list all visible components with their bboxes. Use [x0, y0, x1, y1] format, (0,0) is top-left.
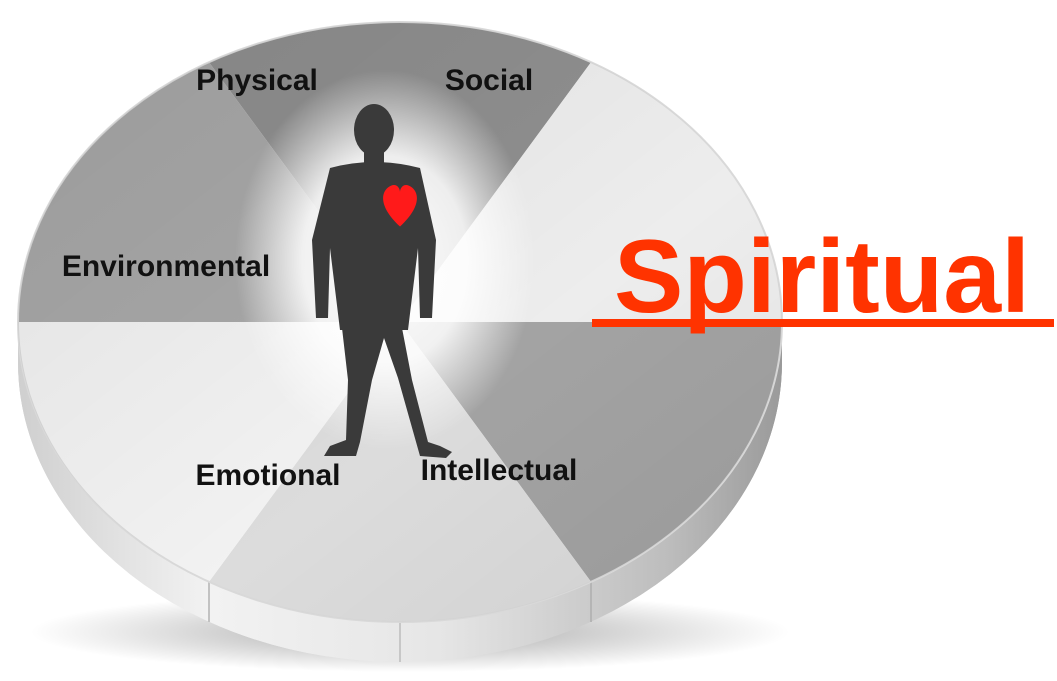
highlight-underline — [592, 319, 1054, 327]
segment-label-environmental: Environmental — [62, 250, 270, 283]
segment-label-social: Social — [445, 64, 533, 97]
segment-label-intellectual: Intellectual — [421, 454, 578, 487]
segment-label-physical: Physical — [196, 64, 318, 97]
segment-label-emotional: Emotional — [195, 459, 340, 492]
highlight-label-spiritual: Spiritual — [614, 219, 1030, 335]
heart-icon — [383, 184, 417, 227]
